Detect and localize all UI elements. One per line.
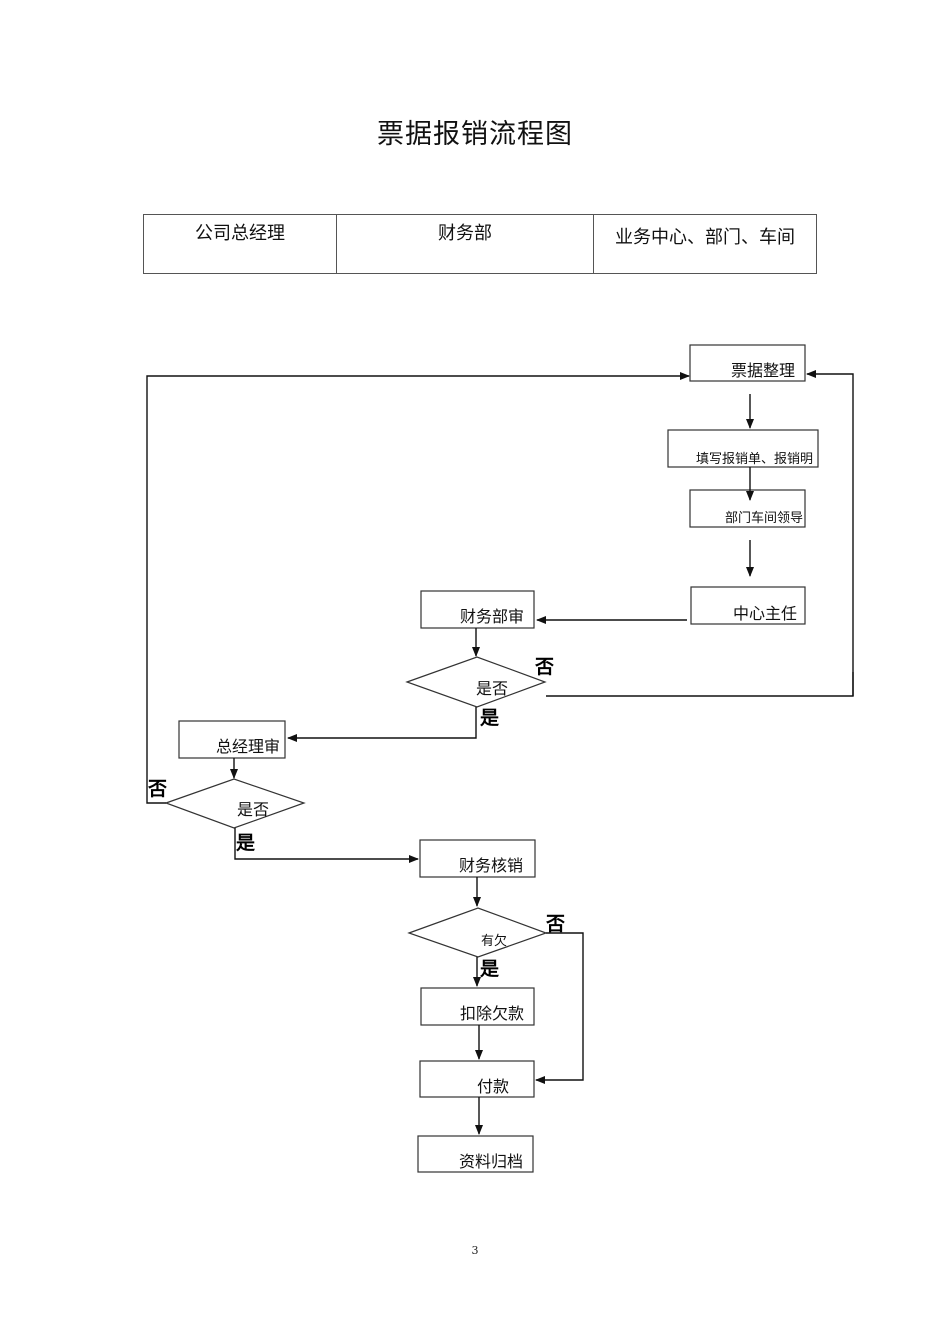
edge-decision2-no-return: [146, 372, 690, 804]
svg-text:财务核销: 财务核销: [459, 856, 523, 875]
node-dept-leader: 部门车间领导: [689, 489, 806, 528]
node-center-director: 中心主任: [690, 586, 806, 625]
node-archive: 资料归档: [417, 1135, 534, 1173]
edge-decision2-yes-to-verify: [234, 828, 419, 863]
node-finance-review: 财务部审: [420, 590, 535, 629]
svg-text:是否: 是否: [476, 679, 508, 698]
label-yes-3: 是: [480, 958, 499, 980]
svg-text:有欠: 有欠: [481, 933, 507, 949]
label-yes-2: 是: [236, 832, 255, 854]
svg-text:总经理审: 总经理审: [216, 737, 280, 756]
svg-text:财务部审: 财务部审: [460, 607, 524, 626]
lane-finance: 财务部: [336, 214, 594, 274]
svg-text:资料归档: 资料归档: [459, 1152, 523, 1171]
lane-business: 业务中心、部门、车间: [593, 214, 817, 274]
svg-text:填写报销单、报销明: 填写报销单、报销明: [696, 452, 813, 467]
node-gm-review: 总经理审: [178, 720, 286, 759]
svg-text:部门车间领导: 部门车间领导: [725, 510, 803, 526]
svg-text:是否: 是否: [237, 800, 269, 819]
page-number: 3: [471, 1244, 479, 1257]
node-decision-3: 有欠: [407, 907, 548, 958]
node-fill-form: 填写报销单、报销明: [667, 429, 819, 468]
edge-decision1-no-return: [546, 370, 854, 697]
page-title: 票据报销流程图: [377, 119, 573, 150]
label-yes-1: 是: [480, 707, 499, 729]
svg-text:票据整理: 票据整理: [731, 361, 795, 380]
edge-decision3-no-to-pay: [535, 932, 584, 1084]
label-no-1: 否: [534, 656, 554, 678]
node-sort: 票据整理: [689, 344, 806, 382]
edge-decision1-yes-to-gm: [287, 707, 477, 742]
svg-text:扣除欠款: 扣除欠款: [460, 1004, 524, 1023]
svg-text:付款: 付款: [477, 1077, 509, 1096]
node-pay: 付款: [419, 1060, 535, 1098]
label-no-2: 否: [147, 778, 167, 800]
node-finance-verify: 财务核销: [419, 839, 536, 878]
node-decision-1: 是否: [405, 656, 547, 708]
lane-header-table: 公司总经理 财务部 业务中心、部门、车间: [143, 214, 817, 274]
lane-general-manager: 公司总经理: [143, 214, 337, 274]
node-decision-2: 是否: [164, 778, 306, 829]
label-no-3: 否: [545, 913, 565, 935]
node-deduct-debt: 扣除欠款: [420, 987, 535, 1026]
svg-text:中心主任: 中心主任: [733, 604, 797, 623]
